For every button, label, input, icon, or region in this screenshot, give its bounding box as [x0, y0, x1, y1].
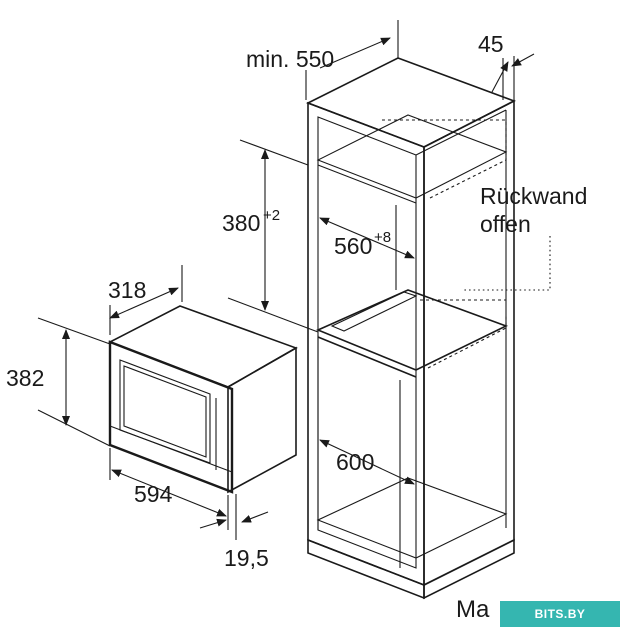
- label-560: 560: [334, 233, 372, 259]
- tall-cabinet: [306, 57, 516, 600]
- label-380: 380: [222, 210, 260, 236]
- label-382: 382: [6, 365, 44, 391]
- label-19-5: 19,5: [224, 545, 269, 571]
- microwave-appliance: [108, 305, 298, 494]
- label-offen: offen: [480, 211, 531, 237]
- label-380-sup: +2: [263, 207, 280, 224]
- label-594: 594: [134, 481, 173, 507]
- label-600: 600: [336, 449, 374, 475]
- label-min-550: min. 550: [246, 46, 334, 72]
- watermark-logo: BITS.BY: [500, 601, 620, 627]
- corner-text: Ma: [456, 596, 490, 623]
- label-318: 318: [108, 277, 146, 303]
- dimension-lines: [37, 20, 551, 540]
- label-ruckwand: Rückwand: [480, 183, 587, 209]
- label-560-sup: +8: [374, 229, 391, 246]
- label-45: 45: [478, 31, 504, 57]
